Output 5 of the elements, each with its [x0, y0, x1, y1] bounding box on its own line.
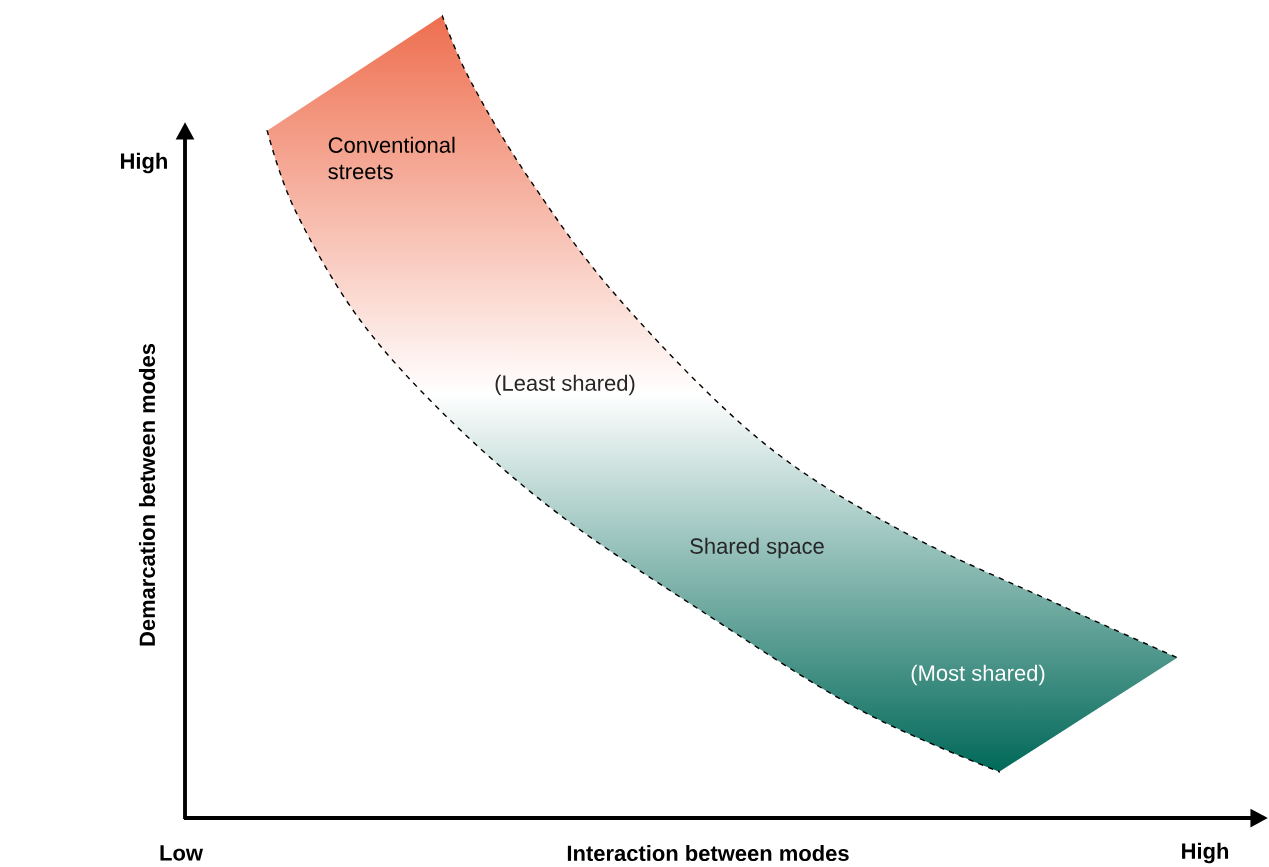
axis-label: Low	[160, 845, 203, 861]
axis-label: Interaction between modes	[567, 844, 849, 862]
axis-label: Demarcation between modes	[138, 343, 156, 646]
axis-label: High	[121, 152, 167, 174]
axis-label: High	[1182, 842, 1229, 864]
